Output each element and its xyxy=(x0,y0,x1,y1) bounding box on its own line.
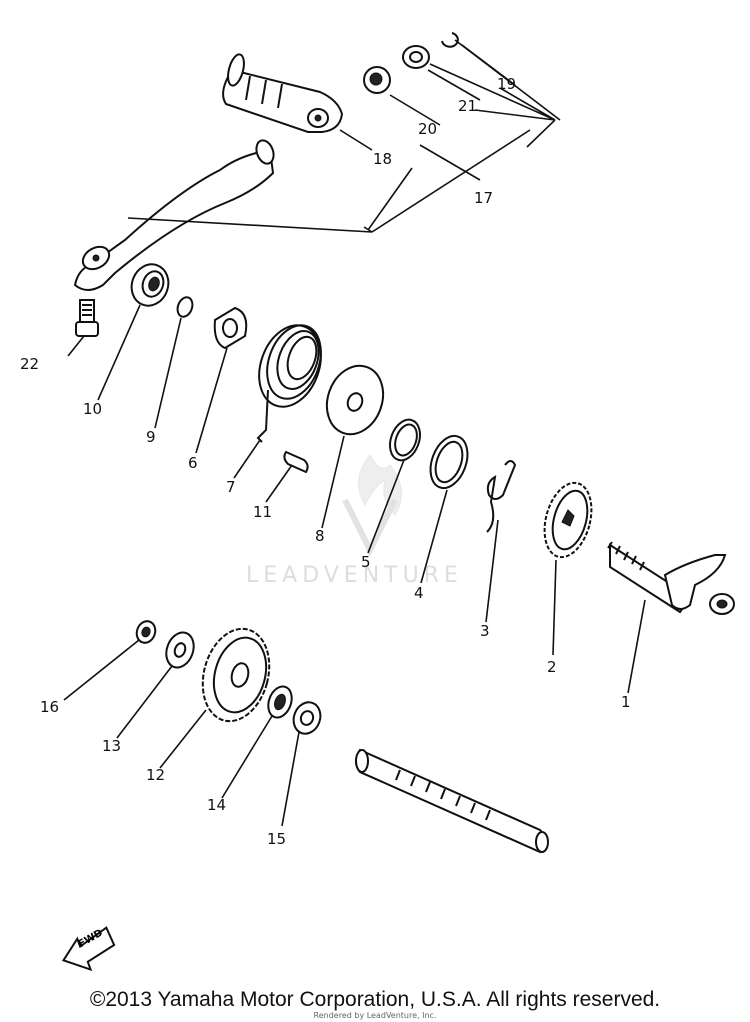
part-bushing xyxy=(363,66,391,94)
part-circlip-5 xyxy=(389,418,421,462)
callout-15: 15 xyxy=(267,830,286,848)
callout-19: 19 xyxy=(497,75,516,93)
callout-3: 3 xyxy=(480,622,490,640)
part-kick-axle xyxy=(607,541,735,615)
callout-12: 12 xyxy=(146,766,165,784)
part-circlip-9 xyxy=(176,296,194,318)
callout-labels: 1 2 3 4 5 6 7 8 9 10 11 12 13 14 15 16 1… xyxy=(20,75,631,848)
part-kick-lever-grip xyxy=(222,53,344,133)
callout-7: 7 xyxy=(226,478,236,496)
fwd-arrow-icon: FWD xyxy=(61,926,116,972)
callout-14: 14 xyxy=(207,796,226,814)
watermark-text: LEADVENTURE xyxy=(246,563,463,588)
part-bushing-14 xyxy=(267,685,293,719)
callout-4: 4 xyxy=(414,584,424,602)
part-washer-8 xyxy=(325,364,385,436)
part-oil-seal xyxy=(130,263,170,307)
part-idle-gear xyxy=(201,627,271,723)
part-circlip-19 xyxy=(441,32,459,48)
callout-13: 13 xyxy=(102,737,121,755)
part-washer-4 xyxy=(429,434,469,490)
callout-20: 20 xyxy=(418,120,437,138)
part-circlip-16 xyxy=(135,620,157,644)
callout-6: 6 xyxy=(188,454,198,472)
callout-10: 10 xyxy=(83,400,102,418)
part-bolt xyxy=(75,299,99,337)
callout-18: 18 xyxy=(373,150,392,168)
render-note: Rendered by LeadVenture, Inc. xyxy=(313,1011,437,1020)
callout-8: 8 xyxy=(315,527,325,545)
part-kick-clip xyxy=(486,460,517,533)
callout-2: 2 xyxy=(547,658,557,676)
part-torsion-spring xyxy=(256,324,322,443)
part-kick-gear xyxy=(543,481,593,559)
part-spring-guide xyxy=(213,306,248,350)
callout-9: 9 xyxy=(146,428,156,446)
callout-1: 1 xyxy=(621,693,631,711)
callout-17: 17 xyxy=(474,189,493,207)
callout-11: 11 xyxy=(253,503,272,521)
callout-21: 21 xyxy=(458,97,477,115)
copyright-notice: ©2013 Yamaha Motor Corporation, U.S.A. A… xyxy=(89,988,661,1011)
part-main-axle xyxy=(355,748,549,854)
callout-22: 22 xyxy=(20,355,39,373)
part-washer-13 xyxy=(165,631,195,669)
callout-5: 5 xyxy=(361,553,371,571)
callout-16: 16 xyxy=(40,698,59,716)
leader-lines xyxy=(63,39,646,827)
part-washer-15 xyxy=(292,701,322,735)
part-washer-21 xyxy=(402,45,430,69)
part-pin xyxy=(283,450,309,474)
part-kick-crank xyxy=(73,139,275,291)
